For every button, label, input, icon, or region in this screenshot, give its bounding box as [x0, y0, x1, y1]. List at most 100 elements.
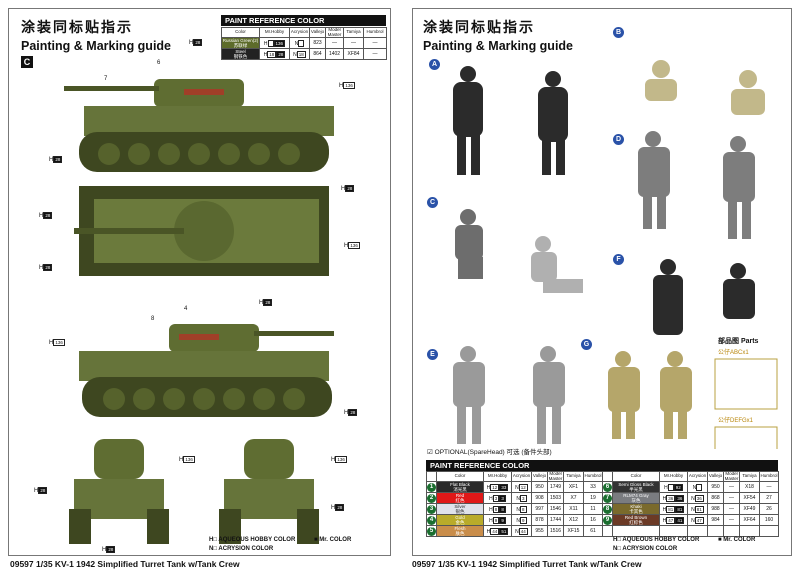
- footer-right: 09597 1/35 KV-1 1942 Simplified Turret T…: [412, 559, 642, 569]
- group-a: A: [429, 59, 440, 70]
- tank-top-view: [74, 186, 329, 276]
- title-cn: 涂装同标贴指示: [423, 19, 535, 35]
- color-number: 7: [603, 493, 612, 503]
- title-cn: 涂装同标贴指示: [21, 19, 133, 35]
- legend-acrysion: N□ ACRYSION COLOR: [209, 546, 274, 552]
- tank-front-view: [69, 439, 169, 544]
- col-header: Tamiya: [563, 471, 584, 482]
- color-number: 4: [427, 515, 436, 525]
- col-header: Tamiya: [343, 27, 364, 38]
- check-icon: ☑: [427, 449, 433, 456]
- group-g: G: [581, 339, 592, 350]
- legend-mr-color: ■ Mr. COLOR: [718, 537, 756, 543]
- col-header: Color: [436, 471, 484, 482]
- col-header: Mr.Hobby: [259, 27, 290, 38]
- col-header: Humbrol: [759, 471, 779, 482]
- tank-side-view-left: [64, 79, 334, 172]
- callout-number: 8: [151, 316, 155, 322]
- legend-mr-color: ■ Mr. COLOR: [314, 537, 352, 543]
- color-number: 3: [427, 504, 436, 514]
- callout-number: 7: [104, 76, 108, 82]
- group-e: E: [427, 349, 438, 360]
- color-number: 1: [427, 482, 436, 492]
- col-header: Color: [612, 471, 660, 482]
- col-header: Vallejo: [309, 27, 326, 38]
- col-header: Color: [221, 27, 260, 38]
- group-b: B: [613, 27, 624, 38]
- optional-spare-head-note: ☑ OPTIONAL(SpareHead) 可选 (备件头部): [427, 449, 552, 456]
- left-page: 涂装同标贴指示 Painting & Marking guide C PAINT…: [8, 8, 391, 556]
- col-header: Mr.Hobby: [483, 471, 512, 482]
- paint-table-title: PAINT REFERENCE COLOR: [221, 15, 386, 26]
- color-number: 8: [603, 504, 612, 514]
- callout-number: 6: [157, 60, 161, 66]
- scheme-letter: C: [21, 56, 33, 68]
- col-header: Model Master: [325, 27, 344, 38]
- color-number: 9: [603, 515, 612, 525]
- col-header: Mr.Hobby: [659, 471, 688, 482]
- col-header: Vallejo: [531, 471, 548, 482]
- callout-number: 4: [184, 306, 188, 312]
- color-number: 2: [427, 493, 436, 503]
- col-header: Humbrol: [363, 27, 387, 38]
- parts-sprue-defg: 公仔DEFGx1: [718, 418, 754, 424]
- col-header: Acrysion: [687, 471, 708, 482]
- right-page: 涂装同标贴指示 Painting & Marking guide A B C D…: [412, 8, 792, 556]
- title-en: Painting & Marking guide: [423, 39, 574, 53]
- paint-table-title: PAINT REFERENCE COLOR: [426, 460, 778, 471]
- col-header: Vallejo: [707, 471, 724, 482]
- group-f: F: [613, 254, 624, 265]
- title-en: Painting & Marking guide: [21, 39, 172, 53]
- legend-aqueous: H□ AQUEOUS HOBBY COLOR: [613, 537, 700, 543]
- group-c: C: [427, 197, 438, 208]
- col-header: Tamiya: [739, 471, 760, 482]
- group-d: D: [613, 134, 624, 145]
- col-header: Acrysion: [511, 471, 532, 482]
- parts-title: 部品图 Parts: [718, 338, 759, 345]
- legend-acrysion: N□ ACRYSION COLOR: [613, 546, 678, 552]
- color-swatch: Russian Green(2)苏联绿: [221, 37, 260, 49]
- color-number: 5: [427, 526, 436, 536]
- tank-rear-view: [219, 439, 319, 544]
- crew-figures: [453, 60, 778, 449]
- col-header: Model Master: [547, 471, 564, 482]
- col-header: Model Master: [723, 471, 740, 482]
- parts-sprue-abc: 公仔ABCx1: [718, 350, 749, 356]
- tank-side-view-right: [79, 324, 334, 417]
- legend-aqueous: H□ AQUEOUS HOBBY COLOR: [209, 537, 296, 543]
- col-header: Humbrol: [583, 471, 603, 482]
